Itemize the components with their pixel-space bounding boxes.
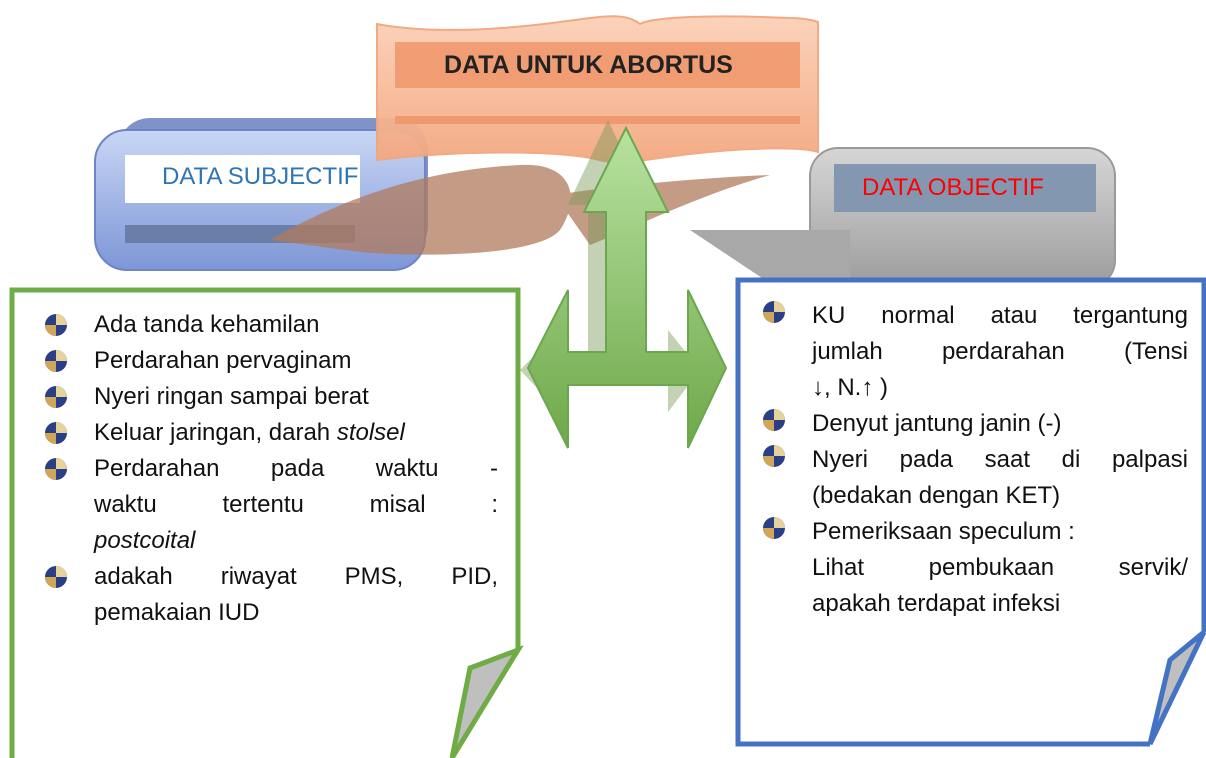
objective-card — [735, 277, 1206, 747]
objective-box — [690, 147, 1116, 290]
list-item: Perdarahan pada waktu - waktu tertentu m… — [44, 451, 498, 559]
list-item: Denyut jantung janin (-) — [762, 406, 1188, 442]
diagram-title: DATA UNTUK ABORTUS — [444, 51, 733, 79]
list-item: Keluar jaringan, darah stolsel — [44, 415, 498, 451]
subjective-list: Ada tanda kehamilan Perdarahan pervagina… — [44, 307, 498, 631]
bullet-icon — [762, 300, 786, 324]
bullet-icon — [44, 385, 68, 409]
objective-label: DATA OBJECTIF — [862, 174, 1044, 201]
bullet-icon — [44, 457, 68, 481]
bullet-icon — [44, 313, 68, 337]
bullet-icon — [762, 516, 786, 540]
bullet-icon — [762, 408, 786, 432]
list-item: Perdarahan pervaginam — [44, 343, 498, 379]
bullet-icon — [762, 444, 786, 468]
bullet-icon — [44, 349, 68, 373]
list-item: adakah riwayat PMS, PID, pemakaian IUD — [44, 559, 498, 631]
list-item: Nyeri ringan sampai berat — [44, 379, 498, 415]
subjective-card — [9, 287, 524, 758]
list-item: Nyeri pada saat di palpasi (bedakan deng… — [762, 442, 1188, 514]
bullet-icon — [44, 421, 68, 445]
list-item: KU normal atau tergantung jumlah perdara… — [762, 298, 1188, 406]
objective-list: KU normal atau tergantung jumlah perdara… — [762, 298, 1188, 622]
double-arrow — [526, 125, 728, 449]
title-banner — [376, 15, 819, 164]
list-item: Ada tanda kehamilan — [44, 307, 498, 343]
list-item: Pemeriksaan speculum : Lihat pembukaan s… — [762, 514, 1188, 622]
subjective-label: DATA SUBJECTIF — [162, 163, 359, 190]
bullet-icon — [44, 565, 68, 589]
